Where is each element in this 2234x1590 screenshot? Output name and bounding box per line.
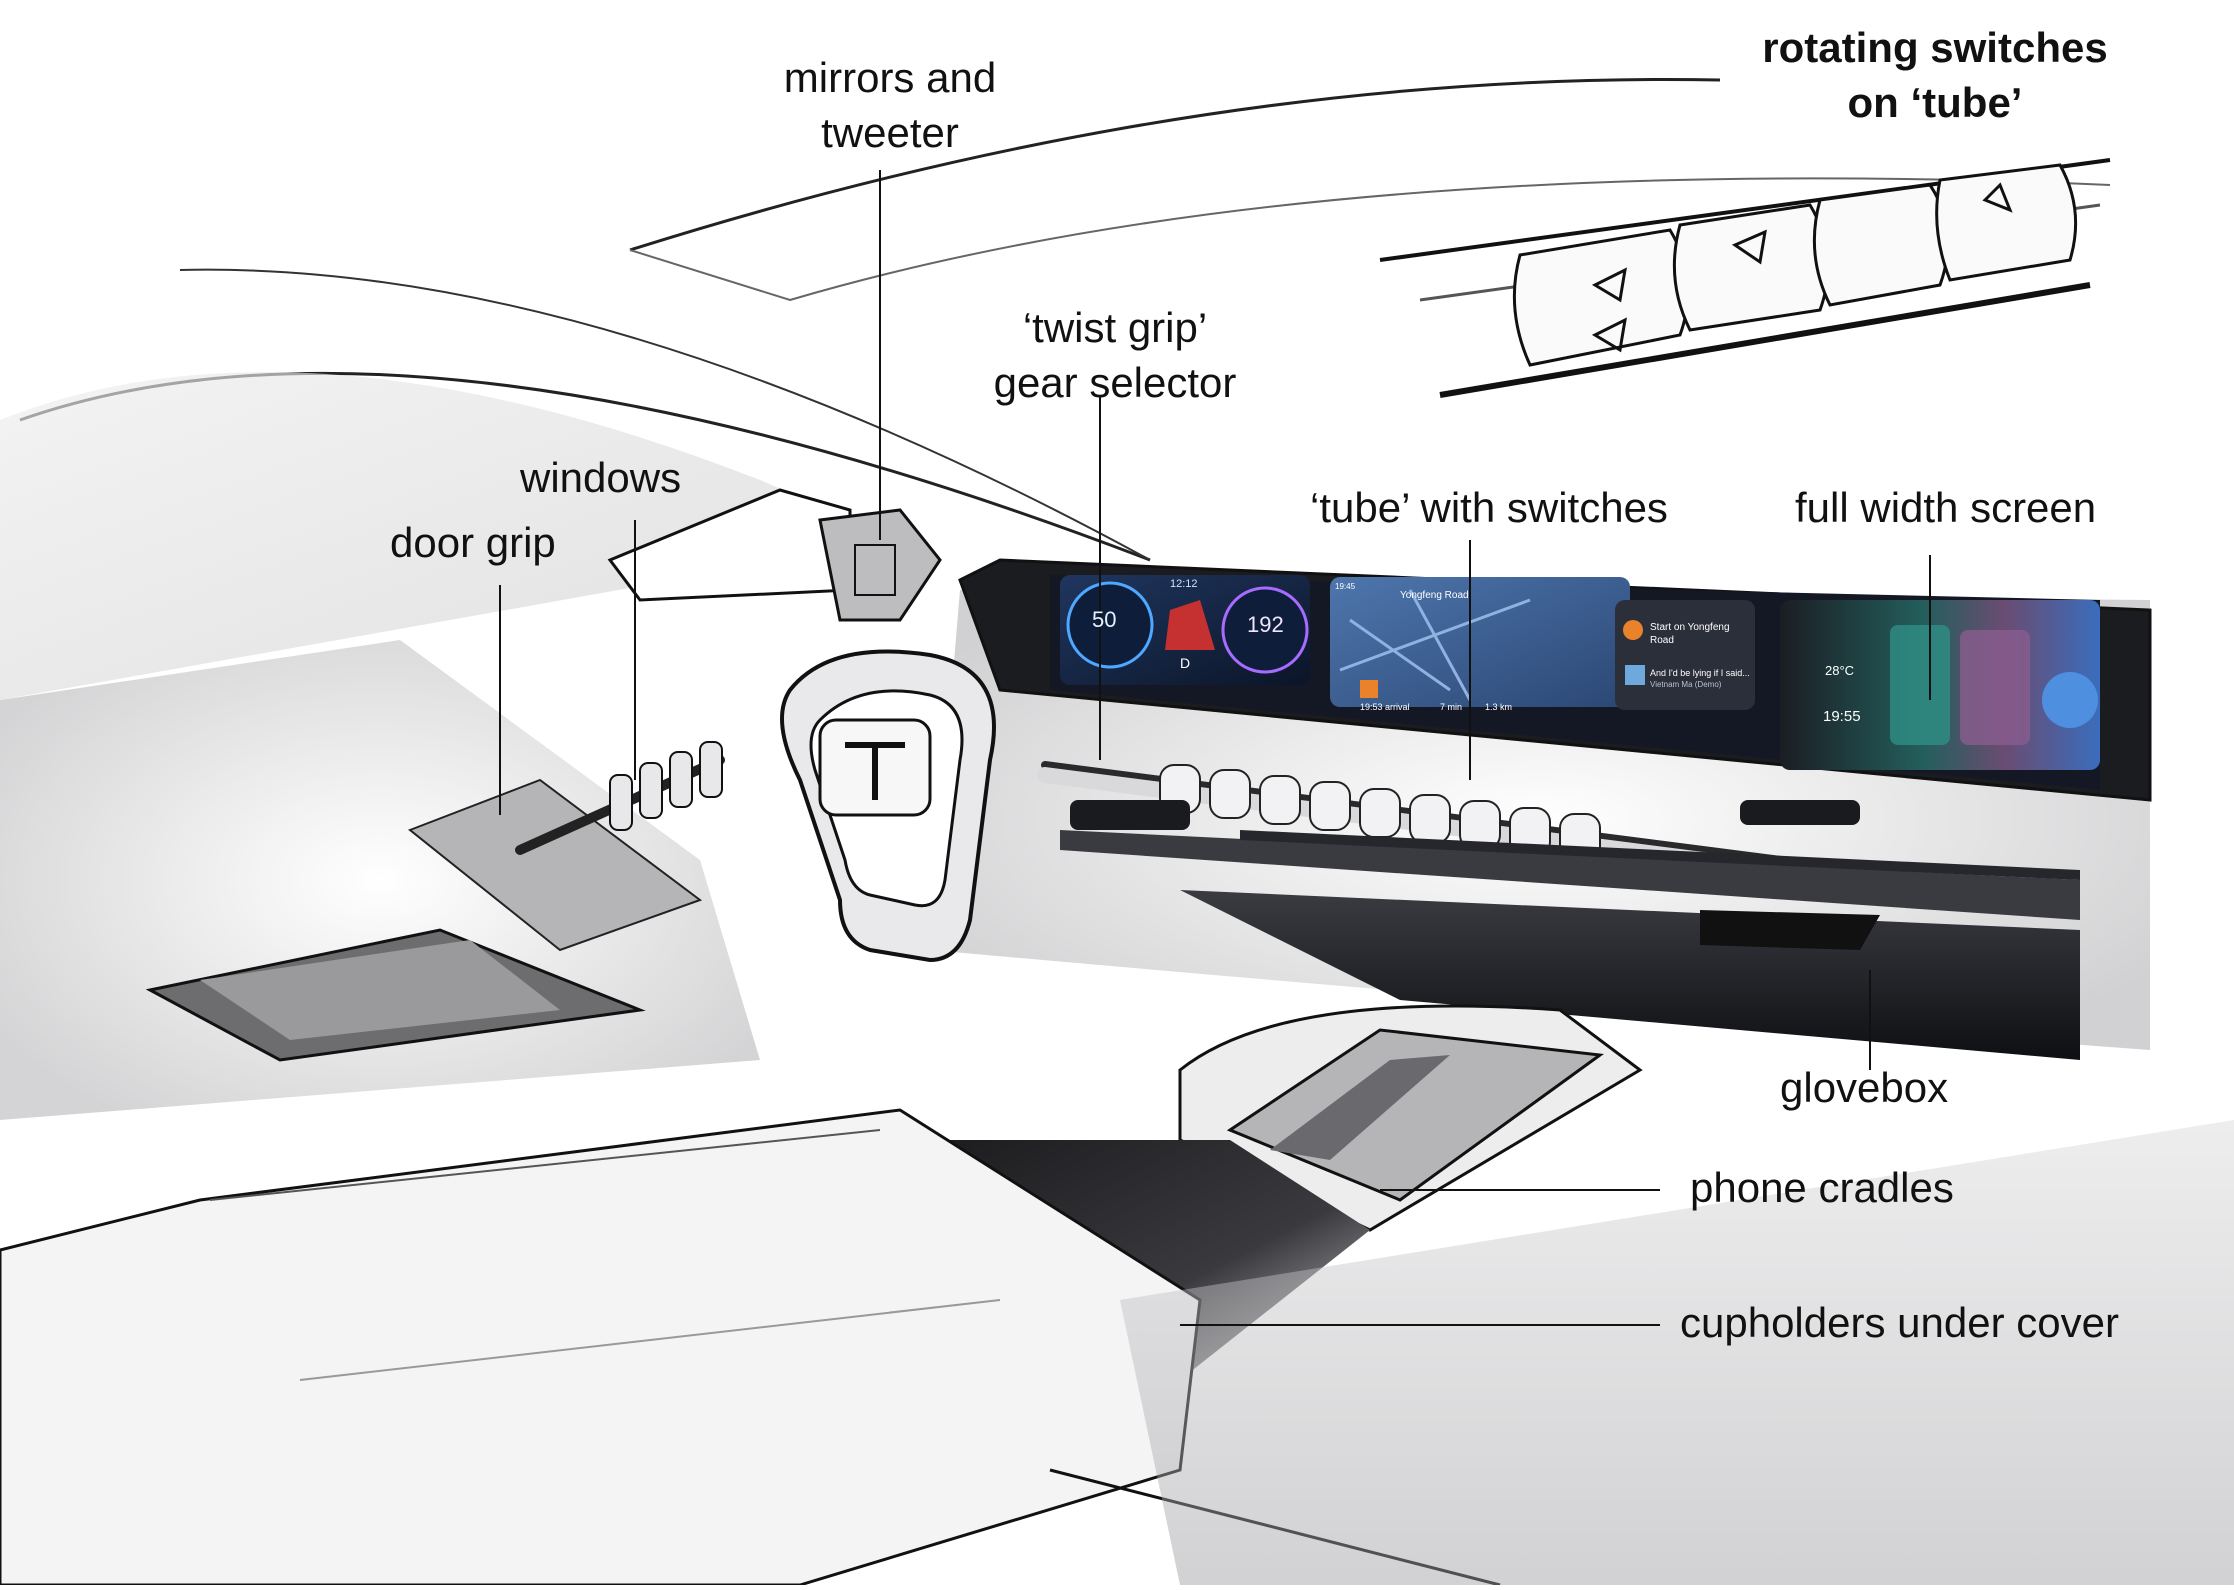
nav-line-1: Start on Yongfeng xyxy=(1650,622,1730,633)
label-cupholders: cupholders under cover xyxy=(1680,1299,2119,1346)
gear-indicator: D xyxy=(1180,655,1191,671)
air-vent xyxy=(1740,800,1860,825)
mirror-switch-icon xyxy=(854,544,896,596)
label-full-width-screen: full width screen xyxy=(1795,484,2097,531)
label-mirrors-tweeter-line1: mirrors and xyxy=(783,54,997,101)
label-twist-grip: ‘twist grip’ gear selector xyxy=(975,300,1255,411)
label-glovebox: glovebox xyxy=(1780,1064,1949,1111)
song-artist: Vietnam Ma (Demo) xyxy=(1650,680,1722,689)
leader-lines xyxy=(499,170,1931,1326)
eta-min: 7 min xyxy=(1440,702,1463,712)
label-tube-with-switches: ‘tube’ with switches xyxy=(1310,484,1668,531)
eta-arrival: 19:53 arrival xyxy=(1360,702,1410,712)
left-clock: 19:45 xyxy=(1335,582,1356,591)
label-mirrors-tweeter-line2: tweeter xyxy=(821,109,959,157)
speed-left: 50 xyxy=(1092,607,1117,632)
label-twist-grip-line2: gear selector xyxy=(993,359,1237,407)
tesla-logo-icon xyxy=(845,742,905,800)
rotating-switches-detail xyxy=(1379,158,2111,398)
cluster-clock: 12:12 xyxy=(1170,578,1198,590)
speed-right: 192 xyxy=(1247,612,1284,637)
label-door-grip: door grip xyxy=(390,519,556,566)
map-chip: Yongfeng Road xyxy=(1400,590,1469,601)
eta-km: 1.3 km xyxy=(1485,702,1513,712)
air-vent xyxy=(1070,800,1190,830)
steering-yoke xyxy=(780,649,996,963)
song-title: And I'd be lying if I said... xyxy=(1650,668,1750,678)
full-width-screen xyxy=(1050,575,2100,790)
weather-temp: 28°C xyxy=(1825,663,1855,678)
label-twist-grip-line1: ‘twist grip’ xyxy=(1022,304,1208,351)
label-rotating-switches-line1: rotating switches xyxy=(1762,24,2108,71)
label-windows: windows xyxy=(520,454,682,501)
nav-line-2: Road xyxy=(1650,635,1674,646)
weather-time: 19:55 xyxy=(1823,708,1861,725)
label-mirrors-tweeter: mirrors and tweeter xyxy=(745,50,1035,161)
label-phone-cradles: phone cradles xyxy=(1690,1164,1954,1211)
label-rotating-switches-line2: on ‘tube’ xyxy=(1847,79,2023,127)
label-rotating-switches: rotating switches on ‘tube’ xyxy=(1735,20,2135,131)
